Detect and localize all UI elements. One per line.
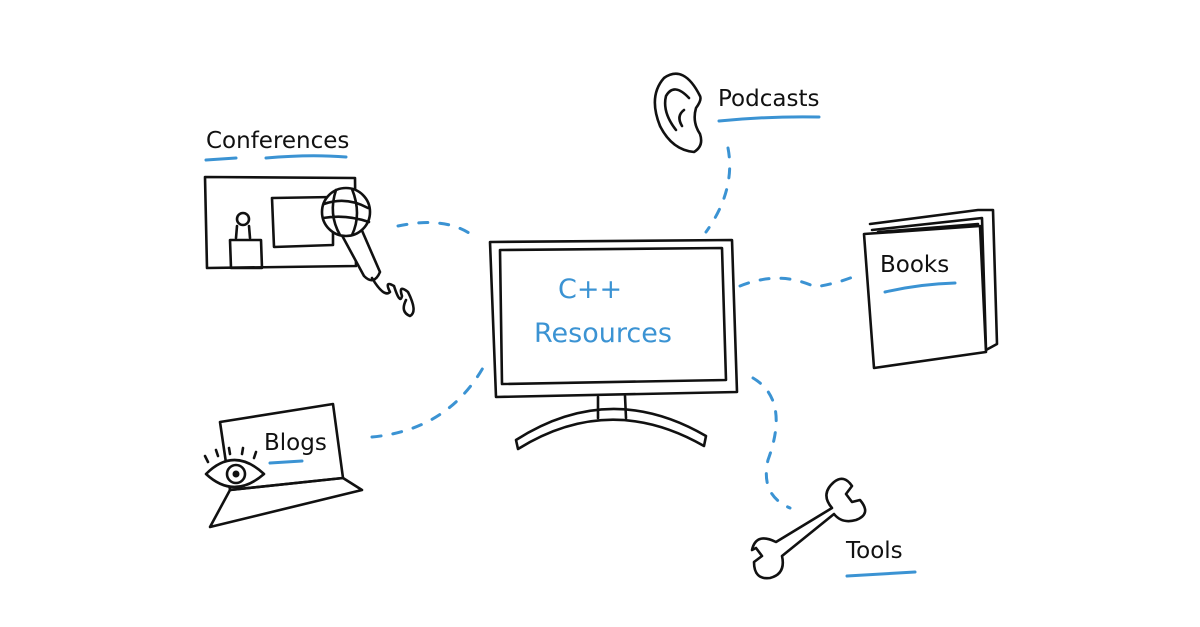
underline-podcasts (717, 115, 821, 123)
book-icon (862, 208, 999, 370)
label-conferences: Conferences (206, 128, 350, 154)
conference-stage-icon (203, 175, 358, 270)
connector-blogs (370, 364, 486, 439)
connector-tools (751, 376, 792, 510)
underline-blogs (268, 459, 304, 465)
underline-tools (845, 570, 917, 578)
underline-conferences (204, 154, 348, 162)
ear-icon (653, 72, 703, 154)
monitor-icon (488, 238, 739, 451)
connector-conferences (396, 221, 474, 237)
center-title-line1: C++ (558, 274, 623, 305)
wrench-icon (750, 477, 867, 580)
eye-icon (203, 446, 266, 489)
connector-books (738, 272, 862, 289)
microphone-icon (320, 186, 415, 318)
connector-podcasts (704, 146, 732, 234)
center-title-line2: Resources (534, 318, 672, 349)
label-books: Books (880, 252, 950, 278)
underline-books (883, 281, 957, 294)
label-blogs: Blogs (264, 430, 327, 456)
label-tools: Tools (846, 538, 903, 564)
label-podcasts: Podcasts (718, 86, 820, 112)
